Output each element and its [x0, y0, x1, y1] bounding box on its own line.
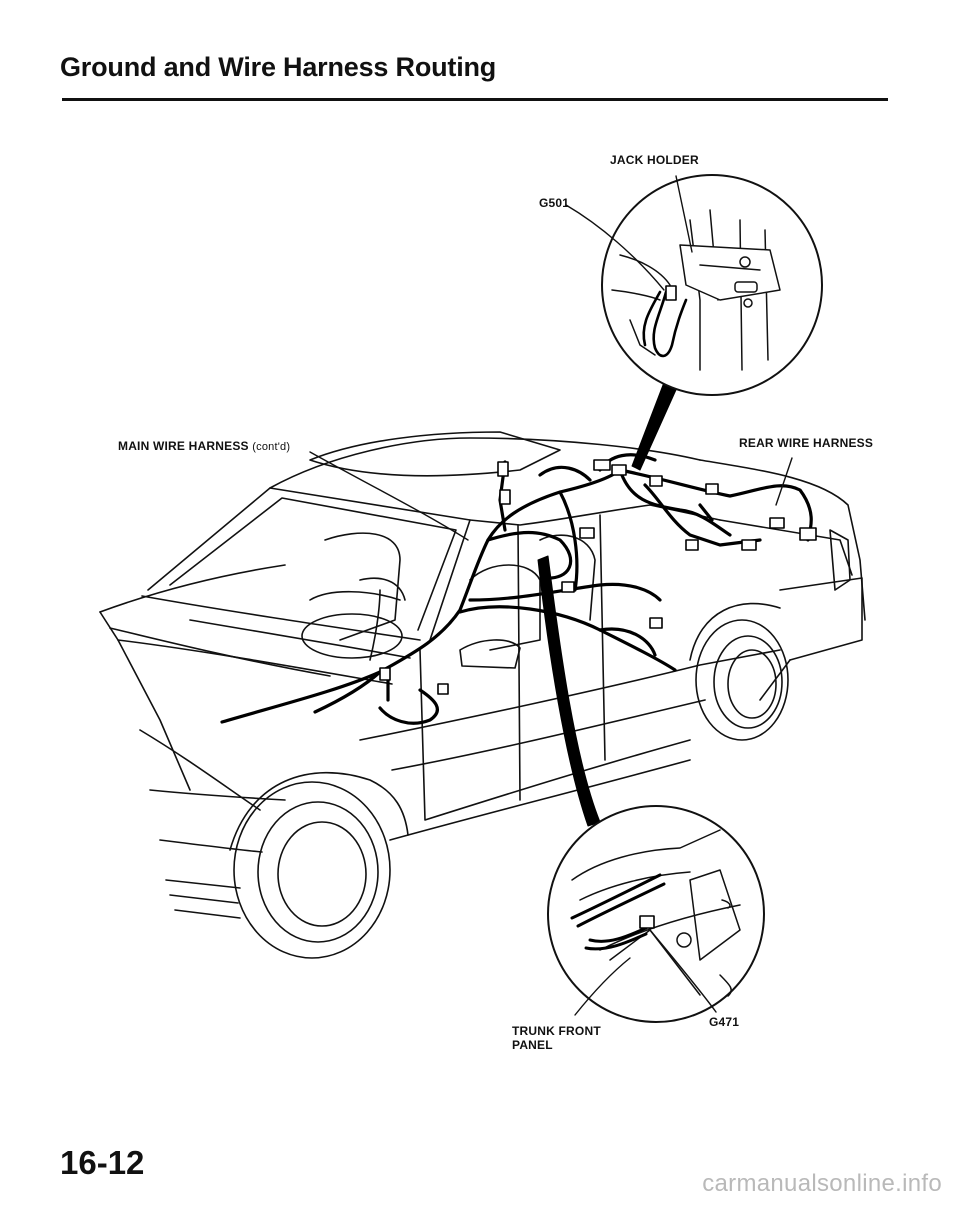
- watermark: carmanualsonline.info: [702, 1170, 942, 1197]
- label-jack-holder: JACK HOLDER: [610, 153, 699, 167]
- rear-wheel: [690, 604, 788, 740]
- inset-jack-holder: [566, 175, 822, 395]
- page-title: Ground and Wire Harness Routing: [60, 52, 497, 82]
- label-rear-wire-harness: REAR WIRE HARNESS: [739, 436, 874, 450]
- title-rule: [62, 98, 888, 101]
- label-g501: G501: [539, 196, 570, 210]
- label-g471: G471: [709, 1015, 740, 1029]
- label-main-wire-harness: MAIN WIRE HARNESS (cont'd): [118, 439, 290, 453]
- inset-pointers: [538, 372, 684, 826]
- page-number: 16-12: [60, 1144, 145, 1181]
- harness-connectors: [380, 460, 816, 694]
- car-body-outline: [100, 432, 865, 918]
- main-wire-harness: [222, 462, 675, 723]
- label-trunk-front: TRUNK FRONT: [512, 1024, 601, 1038]
- front-wheel: [230, 773, 408, 958]
- rear-wire-harness: [600, 455, 811, 545]
- label-main-wire-harness-text: MAIN WIRE HARNESS: [118, 439, 249, 453]
- label-trunk-panel: PANEL: [512, 1038, 553, 1052]
- inset-trunk-front-panel: [548, 806, 764, 1022]
- label-main-wire-harness-suffix: (cont'd): [252, 441, 291, 453]
- label-leaders: [310, 452, 792, 540]
